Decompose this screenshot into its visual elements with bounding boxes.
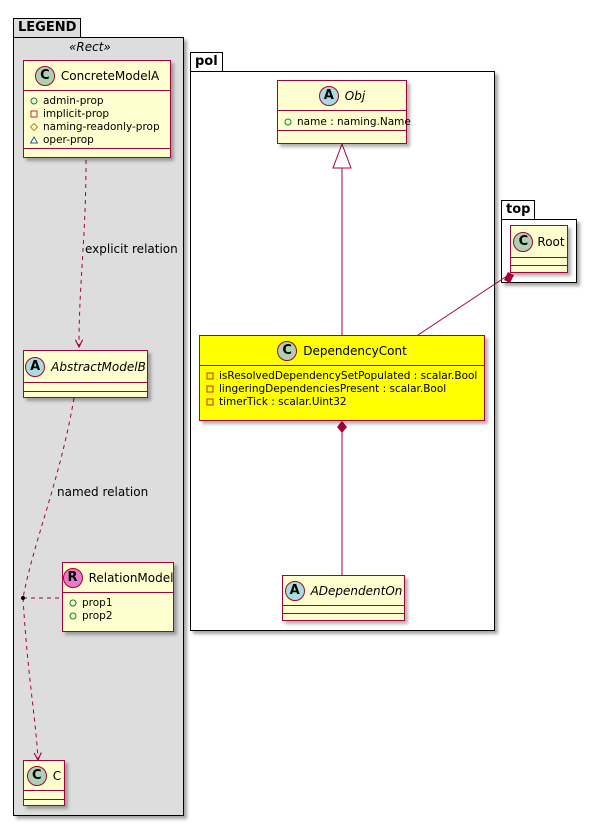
package-visibility-icon [30,135,38,143]
attribute-row: naming-readonly-prop [30,120,164,133]
attribute-row: isResolvedDependencySetPopulated : scala… [206,369,478,382]
legend-package [13,37,184,816]
class-name: ADependentOn [310,583,403,598]
attribute-text: lingeringDependenciesPresent : scalar.Bo… [219,382,447,395]
public-visibility-icon [69,599,77,606]
explicit-relation-label: explicit relation [85,242,178,256]
class-badge-icon: A [318,85,339,106]
class-badge-icon: C [513,231,534,252]
attribute-row: name : naming.Name [284,115,411,128]
attribute-text: name : naming.Name [297,115,411,128]
class-name: Root [537,234,565,249]
class-name: Obj [344,88,366,103]
attribute-row: prop2 [69,609,167,622]
public-visibility-icon [69,612,77,619]
top-package-tab: top [501,200,536,220]
class-dependency-cont[interactable]: C DependencyCont isResolvedDependencySet… [199,335,485,421]
edge-named-relation-a [22,397,75,599]
attribute-row: prop1 [69,596,167,609]
legend-stereotype: «Rect» [69,40,111,54]
class-relation-model[interactable]: R RelationModel prop1 prop2 [62,562,174,632]
attribute-text: oper-prop [43,133,94,146]
public-visibility-icon [284,118,292,125]
class-badge-icon: A [284,580,305,601]
class-a-dependent-on[interactable]: A ADependentOn [282,575,405,621]
attribute-text: implicit-prop [43,107,110,120]
class-badge-icon: C [277,340,298,361]
class-badge-icon: C [34,65,55,86]
protected-visibility-icon [30,122,38,131]
attribute-row: admin-prop [30,94,164,107]
composition-diamond [337,421,347,433]
class-obj[interactable]: A Obj name : naming.Name [277,80,411,144]
class-name: DependencyCont [303,343,407,358]
class-badge-icon: C [26,765,47,786]
pol-package-tab: pol [190,52,223,72]
edge-named-relation-b [22,597,38,760]
private-visibility-icon [30,110,38,117]
attribute-text: admin-prop [43,94,104,107]
class-abstract-model-b[interactable]: A AbstractModelB [23,350,148,398]
legend-package-tab: LEGEND [13,18,82,38]
root-composition-diamond [504,272,514,283]
class-concrete-model-a[interactable]: C ConcreteModelA admin-prop implicit-pro… [23,60,171,158]
attribute-text: isResolvedDependencySetPopulated : scala… [219,369,478,382]
class-badge-icon: A [25,356,46,377]
edge-explicit-relation [79,159,87,347]
attribute-text: prop2 [82,609,113,622]
class-badge-icon: R [62,567,83,588]
class-name: ConcreteModelA [60,68,160,83]
class-root[interactable]: C Root [510,225,568,273]
attribute-row: timerTick : scalar.Uint32 [206,395,478,408]
attribute-row: lingeringDependenciesPresent : scalar.Bo… [206,382,478,395]
attribute-text: timerTick : scalar.Uint32 [219,395,347,408]
private-visibility-icon [206,398,214,405]
named-relation-label: named relation [57,485,149,499]
attribute-row: implicit-prop [30,107,164,120]
private-visibility-icon [206,385,214,392]
class-c[interactable]: C C [23,760,65,806]
attribute-text: naming-readonly-prop [43,120,160,133]
class-name: C [52,768,62,783]
private-visibility-icon [206,372,214,379]
attribute-row: oper-prop [30,133,164,146]
edge-root-association [417,275,508,336]
attribute-text: prop1 [82,596,113,609]
relation-junction-dot [21,596,25,600]
class-name: RelationModel [88,570,174,585]
generalization-triangle [332,142,352,169]
class-name: AbstractModelB [51,359,146,374]
public-visibility-icon [30,97,38,104]
